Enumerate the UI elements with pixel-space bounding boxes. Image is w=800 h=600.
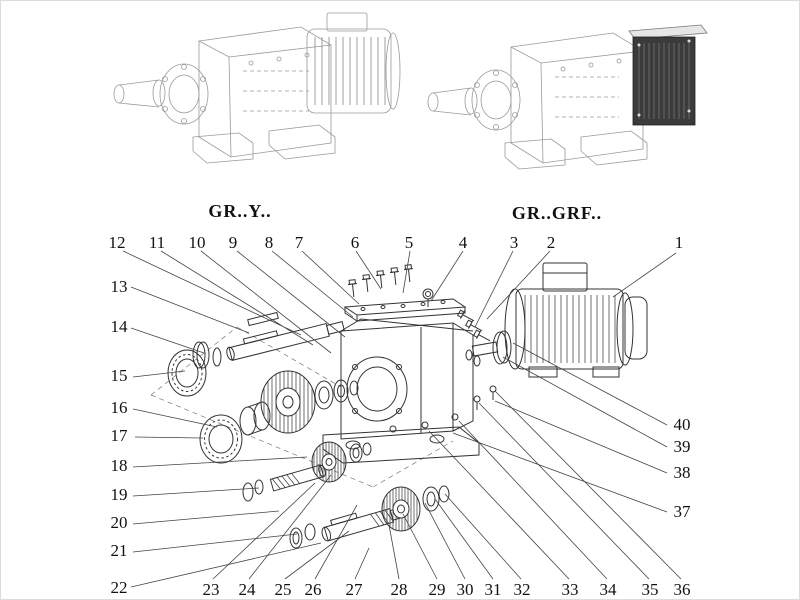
pinion-gear bbox=[311, 441, 372, 483]
callout-2: 2 bbox=[547, 233, 556, 252]
callout-7: 7 bbox=[295, 233, 304, 252]
callout-22: 22 bbox=[111, 578, 128, 597]
assembled-gearmotor-drawing-left bbox=[113, 12, 401, 164]
callout-6: 6 bbox=[351, 233, 360, 252]
callout-18: 18 bbox=[111, 456, 128, 475]
gearbox-housing bbox=[340, 318, 474, 440]
cover-bolts bbox=[347, 264, 415, 298]
callout-19: 19 bbox=[111, 485, 128, 504]
callout-39: 39 bbox=[674, 437, 691, 456]
callout-32: 32 bbox=[514, 580, 531, 599]
callout-11: 11 bbox=[149, 233, 165, 252]
housing-cover-plate bbox=[343, 298, 467, 322]
large-gear bbox=[260, 370, 316, 434]
assembly-axis-lines bbox=[150, 326, 454, 488]
callout-13: 13 bbox=[111, 277, 128, 296]
callout-15: 15 bbox=[111, 366, 128, 385]
leader-lines-bottom bbox=[212, 390, 682, 580]
leader-lines-left bbox=[130, 286, 322, 588]
leader-lines bbox=[122, 250, 682, 588]
callout-38: 38 bbox=[674, 463, 691, 482]
lifting-eyebolt bbox=[422, 288, 434, 307]
motor-coupling-parts bbox=[456, 308, 512, 367]
leader-lines-right bbox=[452, 342, 668, 513]
model-label-right: GR..GRF.. bbox=[512, 203, 602, 223]
callout-27: 27 bbox=[346, 580, 364, 599]
callout-16: 16 bbox=[111, 398, 128, 417]
input-bearing bbox=[167, 349, 207, 397]
callout-3: 3 bbox=[510, 233, 519, 252]
shaft-washer-and-cover bbox=[192, 341, 222, 369]
input-shaft bbox=[226, 321, 345, 361]
callout-40: 40 bbox=[674, 415, 691, 434]
callout-31: 31 bbox=[485, 580, 502, 599]
callout-1: 1 bbox=[675, 233, 684, 252]
callout-17: 17 bbox=[111, 426, 129, 445]
callout-36: 36 bbox=[674, 580, 691, 599]
spacer-sleeve bbox=[239, 401, 271, 436]
callout-numbers: 12 11 10 9 8 7 6 5 4 3 2 1 13 14 15 16 1… bbox=[109, 233, 692, 599]
callout-28: 28 bbox=[391, 580, 408, 599]
leader-lines-top bbox=[122, 250, 677, 354]
callout-5: 5 bbox=[405, 233, 414, 252]
callout-23: 23 bbox=[203, 580, 220, 599]
output-shaft bbox=[321, 507, 404, 542]
spline-shaft-washers bbox=[242, 479, 264, 502]
callout-4: 4 bbox=[459, 233, 468, 252]
gear-side-rings bbox=[314, 379, 359, 410]
model-label-left: GR..Y.. bbox=[208, 201, 271, 221]
callout-21: 21 bbox=[111, 541, 128, 560]
callout-26: 26 bbox=[305, 580, 322, 599]
callout-29: 29 bbox=[429, 580, 446, 599]
callout-37: 37 bbox=[674, 502, 692, 521]
exploded-view bbox=[122, 250, 682, 588]
housing-side-bolts bbox=[473, 385, 497, 410]
callout-30: 30 bbox=[457, 580, 474, 599]
callout-34: 34 bbox=[600, 580, 618, 599]
callout-14: 14 bbox=[111, 317, 129, 336]
output-gear bbox=[381, 485, 450, 532]
callout-25: 25 bbox=[275, 580, 292, 599]
assembled-gearmotor-drawing-right bbox=[427, 24, 708, 170]
shaft-key bbox=[247, 311, 279, 327]
callout-9: 9 bbox=[229, 233, 238, 252]
callout-24: 24 bbox=[239, 580, 257, 599]
callout-12: 12 bbox=[109, 233, 126, 252]
callout-33: 33 bbox=[562, 580, 579, 599]
intermediate-bearing bbox=[199, 414, 243, 464]
electric-motor bbox=[504, 262, 648, 378]
callout-8: 8 bbox=[265, 233, 274, 252]
callout-10: 10 bbox=[189, 233, 206, 252]
callout-20: 20 bbox=[111, 513, 128, 532]
output-shaft-washers bbox=[289, 523, 316, 549]
callout-35: 35 bbox=[642, 580, 659, 599]
housing-base bbox=[322, 426, 480, 464]
